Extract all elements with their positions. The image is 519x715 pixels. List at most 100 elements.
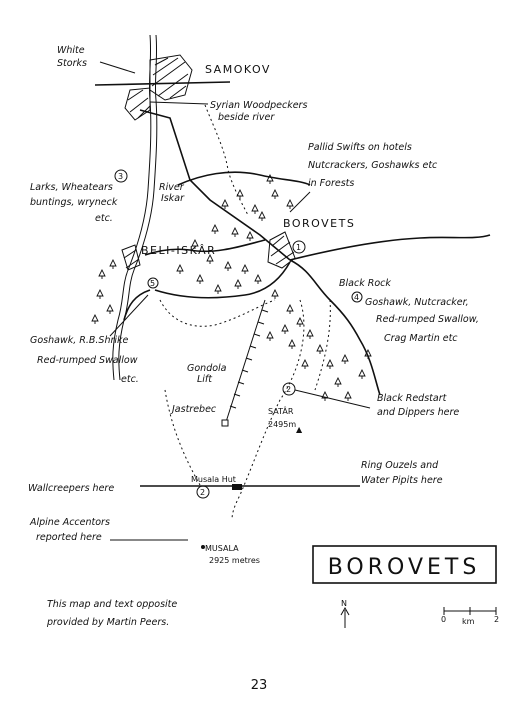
tree-icon (106, 303, 114, 314)
marker-4: 4 (354, 293, 359, 302)
tree-icon (236, 188, 244, 199)
note-white-storks-2: Storks (57, 58, 87, 69)
note-goshawk-right-2: Red-rumped Swallow, (376, 314, 479, 325)
arrow-goshawk-left (109, 294, 149, 337)
tree-icon (196, 273, 204, 284)
tree-icon (211, 223, 219, 234)
north-label: N (341, 599, 347, 608)
note-larks-3: etc. (95, 213, 113, 224)
marker-5: 5 (150, 279, 155, 288)
tree-icon (109, 258, 117, 269)
tree-icon (341, 353, 349, 364)
label-musala: MUSALA (205, 544, 239, 553)
label-satar: SATÂR (268, 405, 294, 416)
note-goshawk-right-3: Crag Martin etc (384, 333, 458, 344)
label-gondola-1: Gondola (187, 363, 227, 374)
note-white-storks-1: White (57, 45, 85, 56)
musala-peak-marker (201, 545, 205, 549)
tree-icon (258, 210, 266, 221)
marker-2a: 2 (286, 385, 291, 394)
tree-icon (234, 278, 242, 289)
label-samokov: SAMOKOV (205, 63, 271, 76)
credit-line-2: provided by Martin Peers. (46, 617, 169, 628)
note-pallid-2: Nutcrackers, Goshawks etc (308, 160, 438, 171)
tree-icon (334, 376, 342, 387)
label-river-2: Iskar (161, 193, 185, 204)
tree-icon (286, 303, 294, 314)
tree-icon (306, 328, 314, 339)
title-borovets: BOROVETS (328, 555, 481, 580)
north-arrow-icon (340, 606, 350, 628)
scale-two: 2 (494, 615, 499, 624)
tree-icon (241, 263, 249, 274)
tree-icon (176, 263, 184, 274)
marker-3: 3 (118, 172, 123, 181)
note-goshawk-right-1: Goshawk, Nutcracker, (365, 297, 469, 308)
label-musala-alt: 2925 metres (209, 556, 260, 565)
paths (159, 104, 331, 521)
tree-icon (191, 238, 199, 249)
tree-icon (321, 390, 329, 401)
label-satar-alt: 2495m (268, 420, 296, 429)
forest (91, 173, 372, 401)
note-ouzels-2: Water Pipits here (361, 475, 443, 486)
note-wallcreepers: Wallcreepers here (28, 483, 114, 494)
note-larks-1: Larks, Wheatears (30, 182, 113, 193)
title-box (312, 545, 497, 584)
borovets-town (121, 231, 296, 271)
tree-icon (326, 358, 334, 369)
tree-icon (266, 173, 274, 184)
marker-2b: 2 (200, 488, 205, 497)
musala-hut-marker (232, 484, 242, 490)
tree-icon (231, 226, 239, 237)
note-syrian-1: Syrian Woodpeckers (210, 100, 307, 111)
note-accentors-1: Alpine Accentors (29, 517, 110, 528)
marker-1: 1 (296, 243, 301, 252)
note-accentors-2: reported here (36, 532, 102, 543)
tree-icon (98, 268, 106, 279)
tree-icon (344, 390, 352, 401)
tree-icon (254, 273, 262, 284)
tree-icon (316, 343, 324, 354)
tree-icon (214, 283, 222, 294)
tree-icon (358, 368, 366, 379)
note-larks-2: buntings, wryneck (30, 197, 118, 208)
arrow-syrian (149, 101, 209, 105)
note-ouzels-1: Ring Ouzels and (361, 460, 439, 471)
site-markers: 1 2 2 3 4 5 (114, 169, 363, 499)
label-musala-hut: Musala Hut (191, 475, 236, 484)
label-river-1: River (159, 182, 185, 193)
tree-icon (296, 316, 304, 327)
tree-icon (266, 330, 274, 341)
label-gondola-2: Lift (197, 374, 213, 385)
tree-icon (206, 253, 214, 264)
note-pallid-1: Pallid Swifts on hotels (308, 142, 412, 153)
tree-icon (91, 313, 99, 324)
scale-unit: km (462, 617, 475, 626)
arrow-pallid (289, 191, 311, 213)
tree-icon (301, 358, 309, 369)
arrow-redstart (294, 389, 371, 409)
tree-icon (246, 230, 254, 241)
note-goshawk-left-1: Goshawk, R.B.Shrike (30, 335, 129, 346)
label-black-rock: Black Rock (339, 278, 391, 289)
tree-icon (96, 288, 104, 299)
arrow-storks (99, 61, 136, 74)
scale-bar (443, 607, 497, 615)
tree-icon (288, 338, 296, 349)
tree-icon (271, 188, 279, 199)
label-jastrebec: Jastrebec (170, 404, 217, 415)
gondola-lift (221, 299, 269, 427)
label-borovets: BOROVETS (283, 217, 355, 230)
note-syrian-2: beside river (218, 112, 275, 123)
label-beli-iskar: BELI-ISKÂR (141, 244, 216, 257)
tree-icon (251, 203, 259, 214)
note-pallid-3: in Forests (308, 178, 354, 189)
page-number: 23 (251, 678, 268, 693)
tree-icon (224, 260, 232, 271)
tree-icon (364, 348, 372, 359)
tree-icon (221, 198, 229, 209)
note-redstart-1: Black Redstart (377, 393, 448, 404)
tree-icon (286, 198, 294, 209)
